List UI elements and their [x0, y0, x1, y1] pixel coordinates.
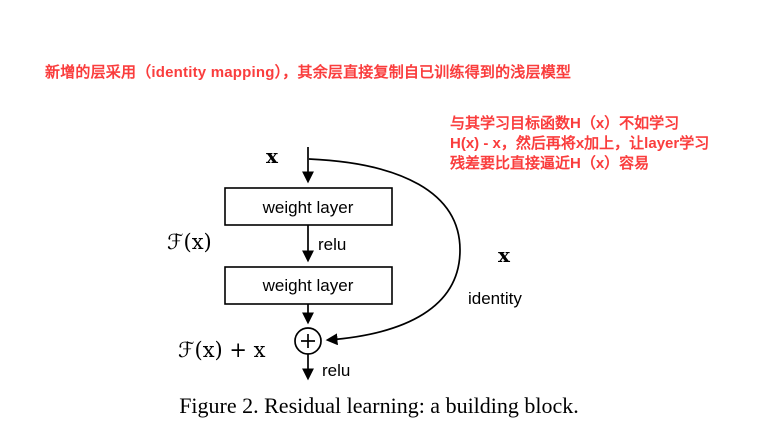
figure-caption: Figure 2. Residual learning: a building …: [179, 393, 579, 418]
side-annotation: 与其学习目标函数H（x）不如学习 H(x) - x，然后再将x加上，让layer…: [450, 114, 709, 174]
output-label: ℱ(x) + x: [178, 338, 266, 362]
weight-layer-2-label: weight layer: [262, 276, 354, 295]
skip-x-label: x: [498, 243, 511, 267]
relu-mid-label: relu: [318, 235, 346, 254]
top-annotation: 新增的层采用（identity mapping），其余层直接复制自已训练得到的浅…: [45, 64, 572, 81]
side-annotation-line-2: H(x) - x，然后再将x加上，让layer学习: [450, 135, 710, 152]
side-annotation-line-1: 与其学习目标函数H（x）不如学习: [450, 115, 680, 132]
addition-node: [294, 327, 322, 355]
identity-label: identity: [468, 289, 522, 308]
side-annotation-line-3: 残差要比直接逼近H（x）容易: [450, 155, 650, 172]
weight-layer-1-label: weight layer: [262, 198, 354, 217]
input-x-label: x: [266, 144, 279, 168]
identity-skip-connection: [308, 158, 461, 346]
residual-function-label: ℱ(x): [167, 230, 212, 254]
relu-out-label: relu: [322, 361, 350, 380]
